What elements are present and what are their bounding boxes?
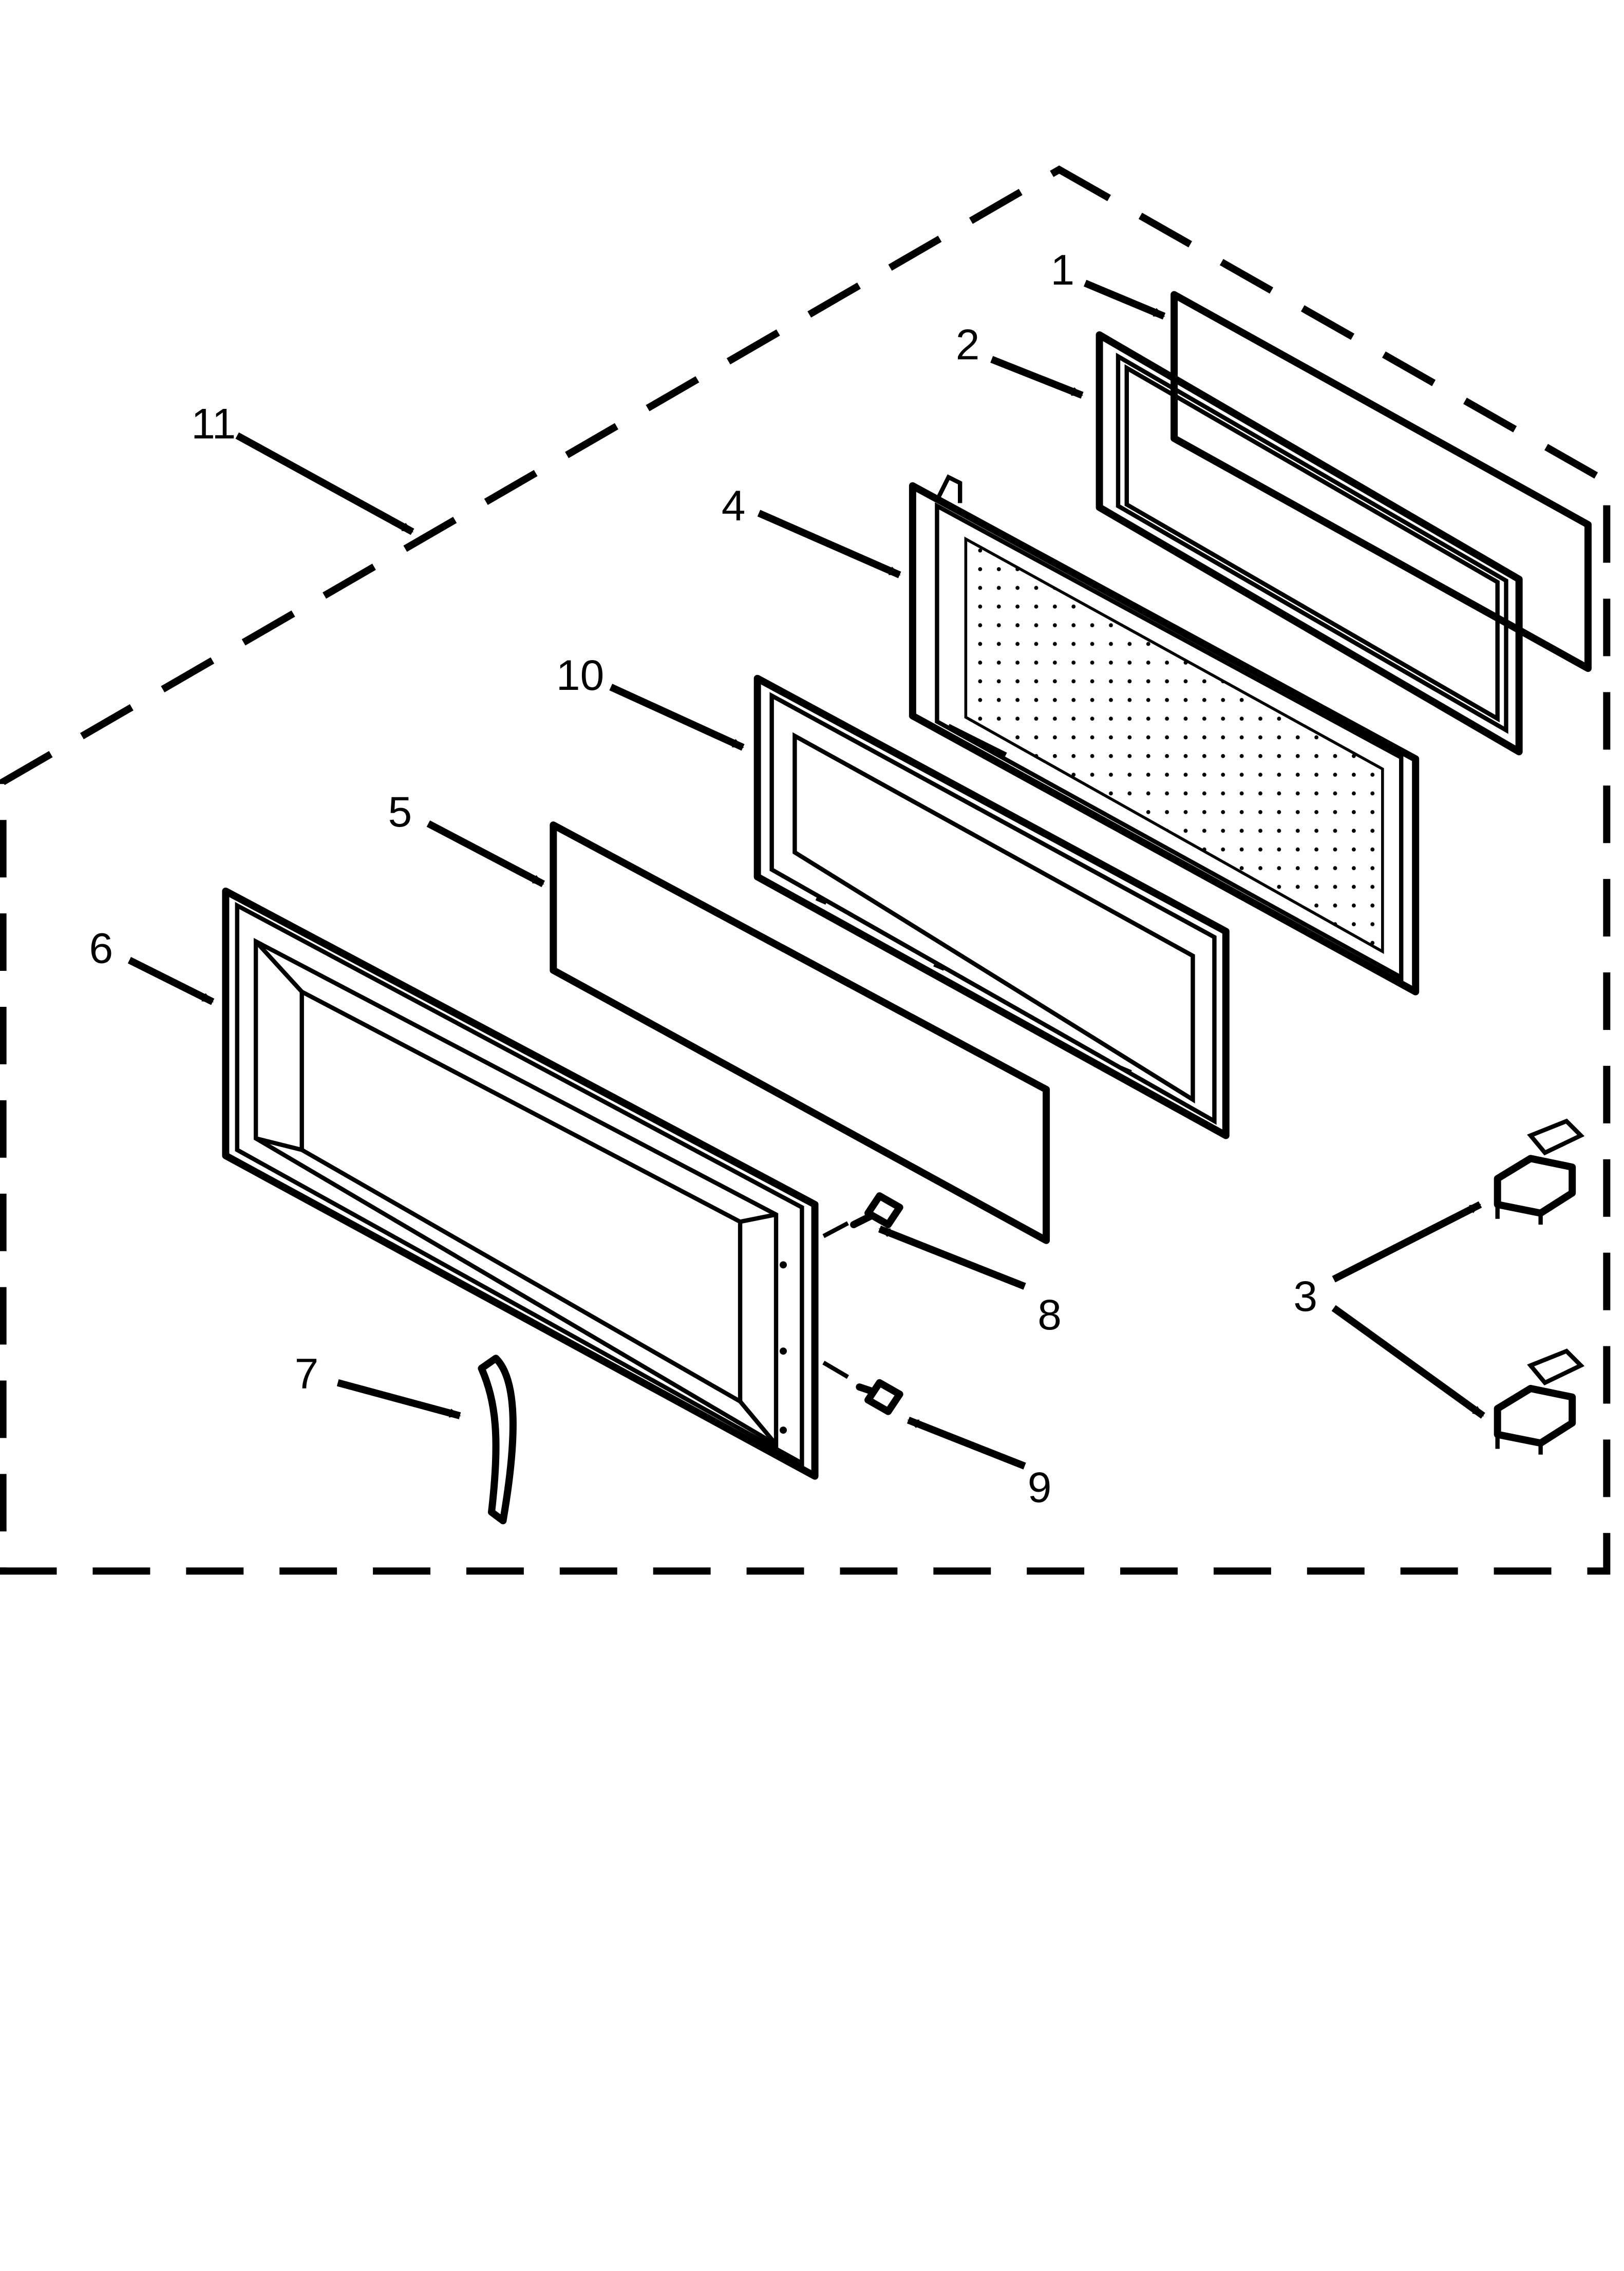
- callout-3: 3: [1293, 1272, 1317, 1320]
- callout-8: 8: [1037, 1290, 1062, 1339]
- arrow-2: [990, 356, 1084, 399]
- callout-6: 6: [89, 924, 114, 972]
- callout-7: 7: [295, 1349, 319, 1398]
- part-7-handle: [478, 1355, 517, 1525]
- callout-1: 1: [1050, 246, 1074, 294]
- callout-2: 2: [956, 321, 980, 369]
- arrow-4: [757, 510, 901, 578]
- assembly-boundary: [0, 165, 1611, 1575]
- arrow-7: [336, 1379, 461, 1419]
- part-6-outer-door: [222, 887, 819, 1480]
- callout-9: 9: [1028, 1463, 1052, 1511]
- arrow-5: [426, 820, 545, 888]
- arrow-6: [127, 956, 215, 1005]
- arrow-3-upper: [1332, 1201, 1482, 1283]
- callout-10: 10: [556, 651, 604, 699]
- arrow-1: [1083, 279, 1166, 320]
- arrow-3-lower: [1331, 1305, 1485, 1419]
- callout-11: 11: [191, 399, 236, 447]
- arrow-10: [609, 684, 745, 751]
- part-10-door-frame: [753, 674, 1230, 1139]
- callout-5: 5: [388, 787, 412, 836]
- arrow-11: [235, 432, 414, 535]
- part-8-screw: [850, 1192, 903, 1228]
- part-4-inner-door: [909, 474, 1420, 996]
- arrow-8: [878, 1225, 1026, 1290]
- part-3-latch-lower: [1494, 1348, 1585, 1455]
- part-9-screw: [856, 1379, 903, 1415]
- part-3-latch-upper: [1494, 1118, 1585, 1225]
- arrow-9: [907, 1417, 1026, 1470]
- part-2-frame: [1096, 331, 1523, 756]
- callout-4: 4: [722, 481, 746, 530]
- part-5-glass: [550, 821, 1050, 1244]
- part-1-panel: [1170, 291, 1592, 672]
